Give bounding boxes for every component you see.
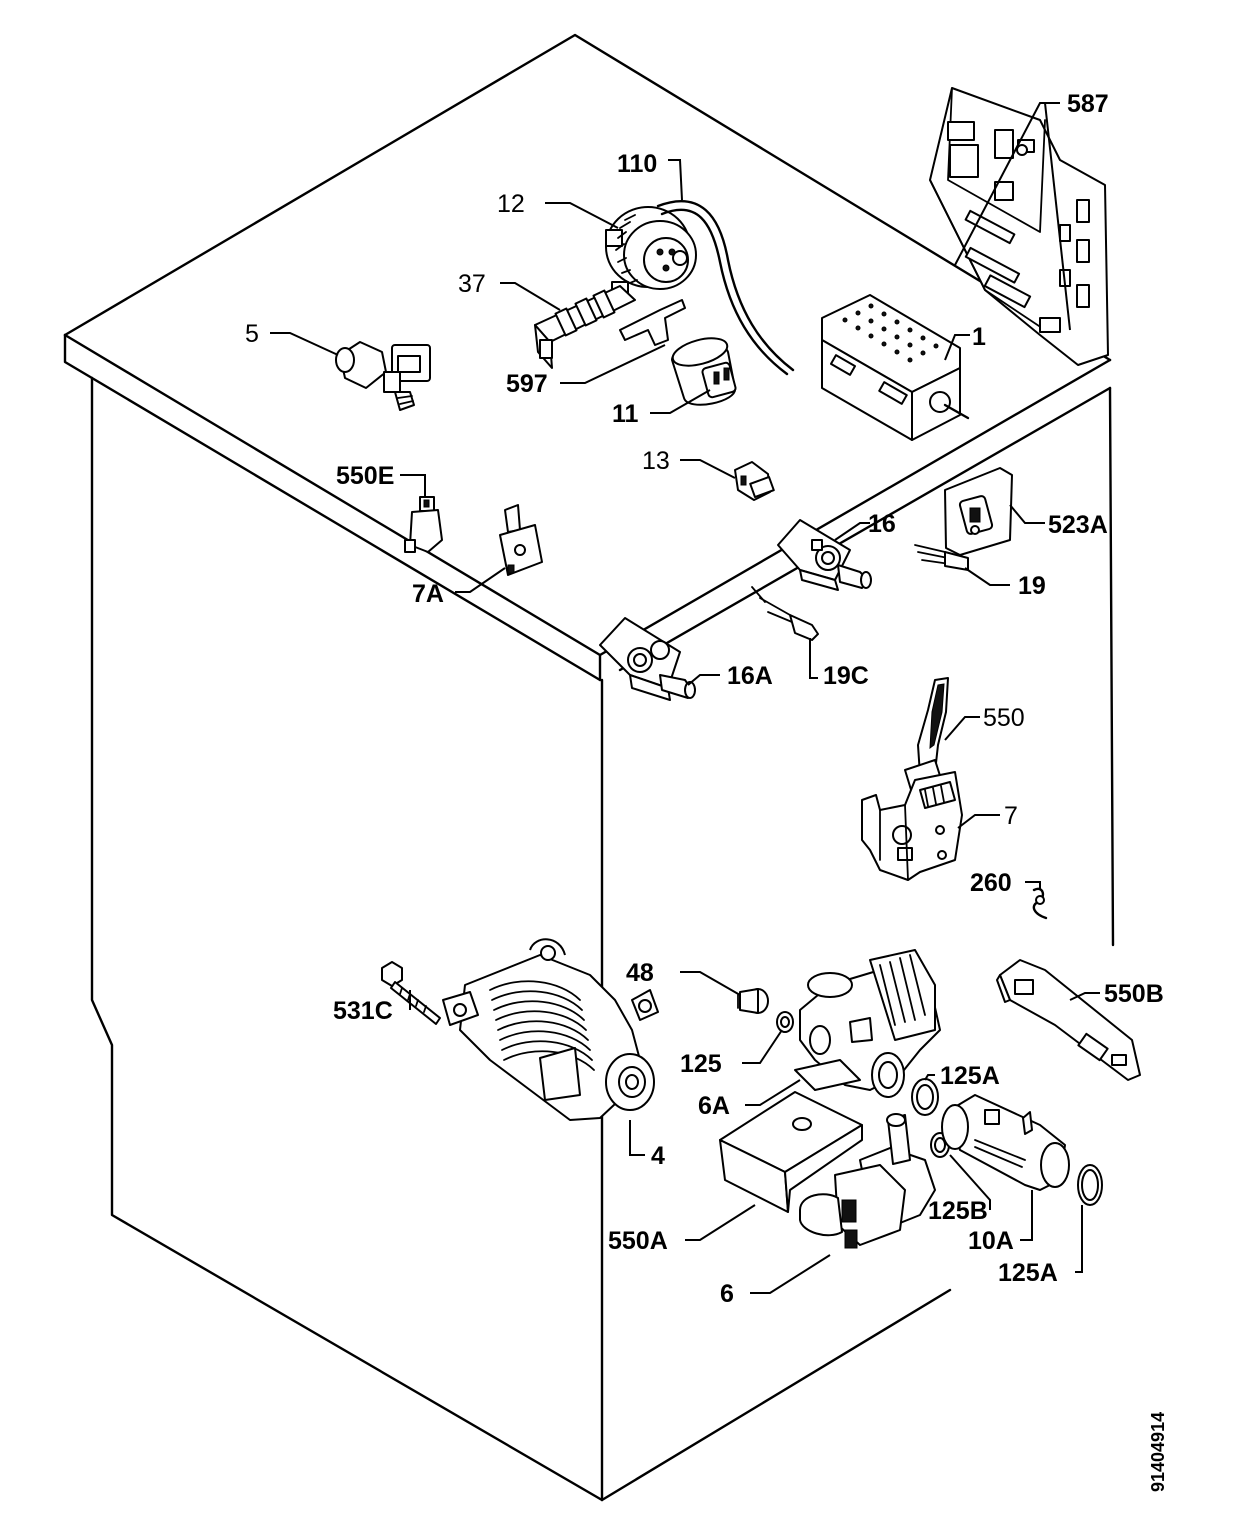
label-16A: 16A — [727, 662, 773, 690]
document-code: 91404914 — [1148, 1412, 1168, 1492]
label-19C: 19C — [823, 662, 869, 690]
switch-16A — [599, 617, 696, 701]
suppressor-bracket-37 — [534, 285, 636, 369]
label-125B: 125B — [928, 1197, 988, 1225]
programmer-timer-1 — [821, 294, 970, 441]
timer-contact-pins — [842, 303, 939, 363]
label-19: 19 — [1018, 572, 1046, 600]
label-110: 110 — [617, 150, 657, 178]
switch-16 — [777, 519, 872, 591]
bolt-531C — [381, 961, 441, 1025]
sensor-19C — [751, 586, 819, 641]
cabinet-outline — [63, 33, 1115, 1502]
label-5: 5 — [245, 320, 259, 348]
pump-6 — [799, 1113, 936, 1249]
ring-125A-top — [911, 1078, 939, 1116]
label-6A: 6A — [698, 1092, 730, 1120]
plug-48 — [737, 988, 769, 1014]
label-4: 4 — [651, 1142, 665, 1170]
switch-550E — [404, 496, 443, 553]
label-125A-top: 125A — [940, 1062, 1000, 1090]
label-48: 48 — [626, 959, 654, 987]
pump-motor-4 — [442, 938, 659, 1121]
label-550E: 550E — [336, 462, 394, 490]
capacitor-11 — [671, 337, 737, 406]
bar-550B — [996, 959, 1141, 1081]
label-12: 12 — [497, 190, 525, 218]
lock-housing-7 — [861, 771, 963, 881]
clip-597 — [619, 299, 686, 346]
label-7: 7 — [1004, 802, 1018, 830]
pressure-switch-12 — [605, 206, 697, 295]
motor-windings — [489, 980, 595, 1071]
pump-body-6A — [794, 949, 941, 1098]
filter-tube-10A — [941, 1094, 1070, 1191]
control-panel-bracket-587 — [929, 87, 1109, 366]
label-587: 587 — [1067, 90, 1109, 118]
label-550A: 550A — [608, 1227, 668, 1255]
part-labels: 587 110 12 37 5 597 11 1 13 550E 523A 16… — [245, 90, 1164, 1308]
leader-lines — [270, 102, 1100, 1294]
label-597: 597 — [506, 370, 548, 398]
microswitch-7A — [499, 504, 543, 576]
label-523A: 523A — [1048, 511, 1108, 539]
sensor-19 — [914, 544, 969, 571]
label-1: 1 — [972, 323, 986, 351]
component-5 — [335, 341, 431, 411]
o-ring-125 — [776, 1011, 794, 1033]
hose-110 — [656, 200, 795, 372]
label-37: 37 — [458, 270, 486, 298]
label-260: 260 — [970, 869, 1012, 897]
label-10A: 10A — [968, 1227, 1014, 1255]
label-550: 550 — [983, 704, 1025, 732]
label-531C: 531C — [333, 997, 393, 1025]
label-6: 6 — [720, 1280, 734, 1308]
label-13: 13 — [642, 447, 670, 475]
plate-523A — [944, 467, 1013, 556]
label-11: 11 — [612, 400, 639, 428]
connector-13 — [734, 461, 775, 501]
label-7A: 7A — [412, 580, 444, 608]
label-125A-bottom: 125A — [998, 1259, 1058, 1287]
spring-clip-260 — [1032, 887, 1048, 920]
label-16: 16 — [868, 510, 896, 538]
cover-550A — [719, 1091, 863, 1213]
label-125: 125 — [680, 1050, 722, 1078]
label-550B: 550B — [1104, 980, 1164, 1008]
ring-125A-bottom — [1077, 1164, 1103, 1206]
